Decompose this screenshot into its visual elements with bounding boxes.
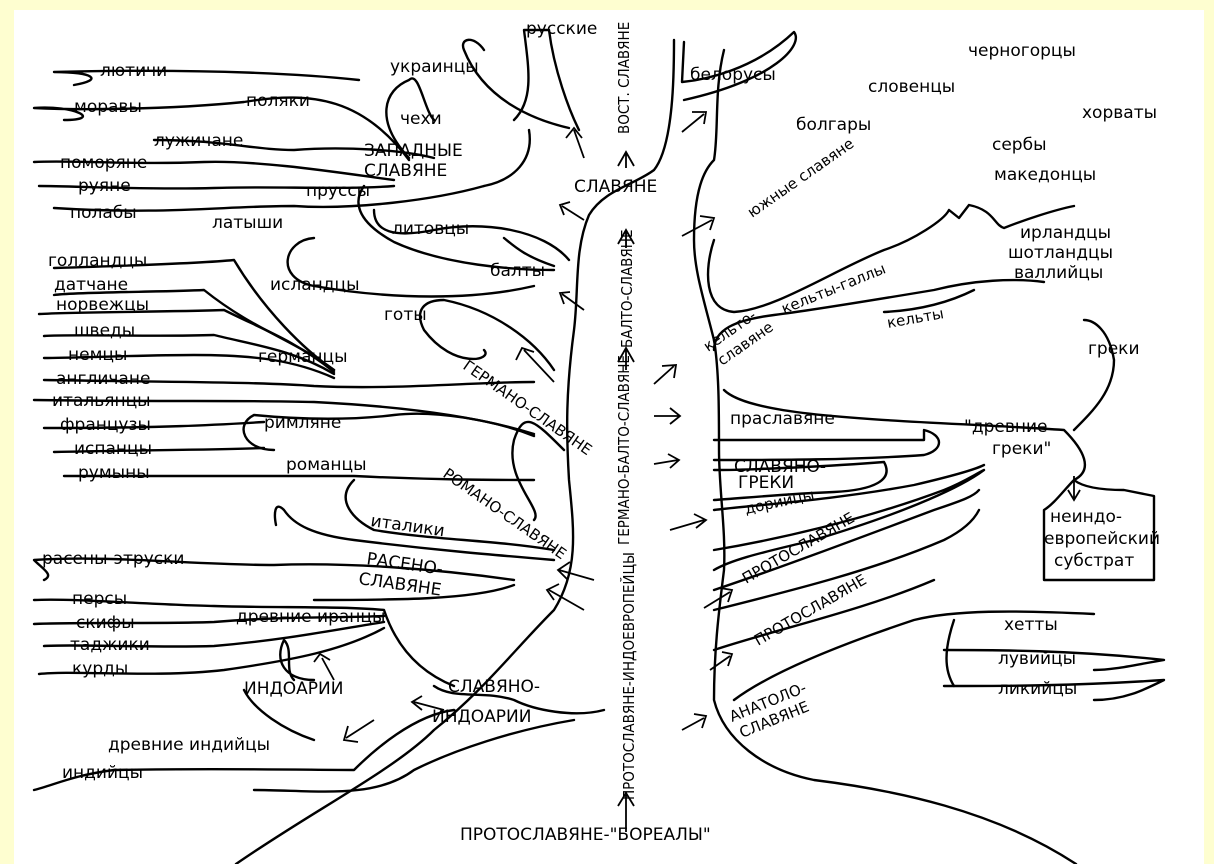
- label-luzhichane: лужичане: [154, 131, 243, 151]
- label-latyshi: латыши: [212, 213, 283, 233]
- label-indoarii: ИНДОАРИИ: [244, 679, 343, 699]
- label-slavyano-greki-2: ГРЕКИ: [738, 473, 794, 493]
- label-anglichane: англичане: [56, 369, 150, 389]
- label-datchane: датчане: [54, 275, 128, 295]
- label-frantsuzy: французы: [60, 415, 151, 435]
- label-khetty: хетты: [1004, 615, 1058, 635]
- greeks-branches: [653, 318, 1156, 582]
- label-khorvaty: хорваты: [1082, 103, 1157, 123]
- label-germano-slavyane: ГЕРМАНО-СЛАВЯНЕ: [460, 357, 596, 459]
- label-nemtsy: немцы: [68, 345, 127, 365]
- label-islandtsy: исландцы: [270, 275, 360, 295]
- label-raseny-etruski: расены-этруски: [42, 549, 184, 569]
- west-slavs-branches: [32, 69, 585, 221]
- label-tadzhiki: таджики: [70, 635, 150, 655]
- label-indiitsy: индийцы: [62, 763, 143, 783]
- label-italiki: италики: [369, 511, 446, 541]
- label-gollandtsy: голландцы: [48, 251, 147, 271]
- label-south-group: южные славяне: [744, 134, 857, 221]
- label-trunk-stage5: ВОСТ. СЛАВЯНЕ: [615, 22, 633, 134]
- label-pomoryane: поморяне: [60, 153, 147, 173]
- label-polyaki: поляки: [246, 91, 310, 111]
- label-praslavyane: праславяне: [730, 409, 835, 429]
- label-valliitsy: валлийцы: [1014, 263, 1103, 283]
- label-makedontsy: македонцы: [994, 165, 1096, 185]
- etruscans-branches: [32, 557, 595, 611]
- label-substrat-3: субстрат: [1054, 551, 1134, 571]
- label-serby: сербы: [992, 135, 1047, 155]
- label-slovensy: словенцы: [868, 77, 955, 97]
- label-trunk-stage4: СЛАВЯНЕ: [574, 177, 657, 197]
- balts-branches: [286, 184, 585, 311]
- label-substrat-2: европейский: [1044, 529, 1160, 549]
- protoslavs-branches: [703, 488, 981, 671]
- label-shvedy: шведы: [74, 321, 135, 341]
- label-romantsy: романцы: [286, 455, 367, 475]
- slavic-family-tree: ПРОТОСЛАВЯНЕ-ИНДОЕВРОПЕЙЦЫ ГЕРМАНО-БАЛТО…: [32, 19, 1166, 864]
- iranians-branches: [32, 598, 456, 688]
- indo-aryans-branches: [32, 638, 606, 793]
- romans-branches: [32, 398, 566, 562]
- label-lyutichi: лютичи: [100, 61, 167, 81]
- label-greki: греки: [1088, 339, 1140, 359]
- label-germantsy: германцы: [258, 347, 348, 367]
- label-persy: персы: [72, 589, 127, 609]
- label-chernogortsy: черногорцы: [968, 41, 1076, 61]
- trunk-arrows: [617, 150, 635, 832]
- label-rumyny: румыны: [78, 463, 150, 483]
- label-slavyano-greki-1: СЛАВЯНО-: [734, 457, 826, 477]
- label-slavyano-indo-1: СЛАВЯНО-: [448, 677, 540, 697]
- label-litovtsy: литовцы: [392, 219, 469, 239]
- label-kurdy: курды: [72, 659, 128, 679]
- label-west-group-2: СЛАВЯНЕ: [364, 161, 447, 181]
- label-ruyane: руяне: [78, 176, 131, 196]
- label-polaby: полабы: [70, 203, 137, 223]
- east-slavs-branches: [461, 28, 797, 159]
- label-substrat-1: неиндо-: [1050, 507, 1122, 527]
- label-slavyano-indo-2: ИНДОАРИИ: [432, 707, 531, 727]
- celts-branches: [653, 203, 1076, 385]
- label-belarusians: белорусы: [690, 65, 776, 85]
- label-bolgary: болгары: [796, 115, 871, 135]
- label-drevnie-greki-1: "древние: [964, 417, 1047, 437]
- label-trunk-stage3: БАЛТО-СЛАВЯНЕ: [618, 230, 636, 348]
- label-prussy: пруссы: [306, 181, 370, 201]
- label-skify: скифы: [76, 613, 135, 633]
- label-kelty-gally: кельты-галлы: [779, 260, 888, 318]
- label-russians: русские: [526, 19, 597, 39]
- label-west-group-1: ЗАПАДНЫЕ: [364, 141, 463, 161]
- label-ukrainians: украинцы: [390, 57, 479, 77]
- anatolians-branches: [681, 610, 1166, 731]
- trunk-outline: [234, 38, 1078, 864]
- label-drevnie-greki-2: греки": [992, 439, 1051, 459]
- label-italyantsy: итальянцы: [52, 391, 151, 411]
- label-trunk-root: ПРОТОСЛАВЯНЕ-"БОРЕАЛЫ": [460, 825, 711, 845]
- label-drevnie-indiitsy: древние индийцы: [108, 735, 270, 755]
- germans-branches: [37, 258, 556, 389]
- label-chekhi: чехи: [400, 109, 442, 129]
- label-irlandtsy: ирландцы: [1020, 223, 1111, 243]
- diagram-canvas: ПРОТОСЛАВЯНЕ-ИНДОЕВРОПЕЙЦЫ ГЕРМАНО-БАЛТО…: [14, 10, 1204, 864]
- label-luviitsy: лувийцы: [998, 649, 1076, 669]
- label-goty: готы: [384, 305, 427, 325]
- label-kelty: кельты: [886, 304, 946, 332]
- label-norvezhtsy: норвежцы: [56, 295, 149, 315]
- label-rimlyane: римляне: [264, 413, 341, 433]
- label-drevnie-irantsy: древние иранцы: [236, 607, 385, 627]
- label-shotlandtsy: шотландцы: [1008, 243, 1113, 263]
- label-trunk-stage1: ПРОТОСЛАВЯНЕ-ИНДОЕВРОПЕЙЦЫ: [619, 552, 638, 800]
- label-trunk-stage2: ГЕРМАНО-БАЛТО-СЛАВЯНЕ: [615, 355, 633, 545]
- label-balty: балты: [490, 261, 545, 281]
- label-moravy: моравы: [74, 97, 142, 117]
- label-ispantsy: испанцы: [74, 439, 152, 459]
- label-likiitsy: ликийцы: [998, 679, 1077, 699]
